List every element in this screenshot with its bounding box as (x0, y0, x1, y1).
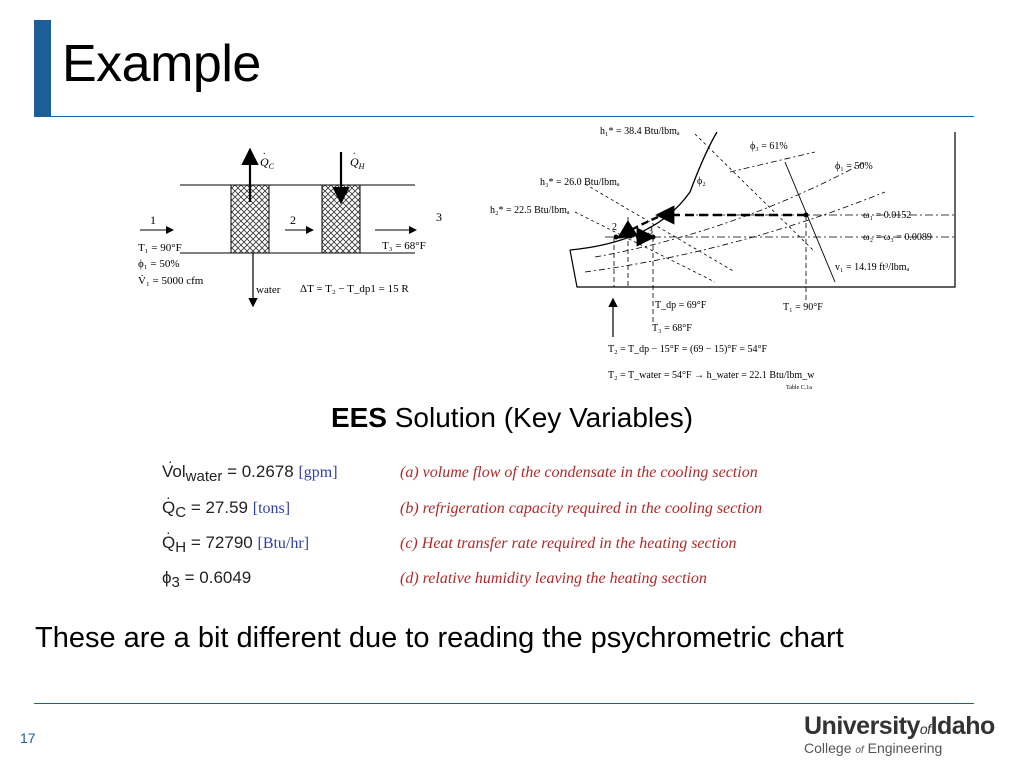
ees-row-vol-water: ·Volwater = 0.2678 [gpm] (a) volume flow… (162, 453, 882, 492)
ees-heading-rest: Solution (Key Variables) (394, 402, 694, 433)
ees-row-1-var: Q (162, 498, 176, 517)
table-reference: Table C.1a (786, 385, 812, 391)
ees-row-0-sub: water (185, 468, 223, 485)
state-3-label-outer: 3 (436, 210, 442, 224)
conclusion-note: These are a bit different due to reading… (35, 622, 844, 654)
ees-row-3-sub: 3 (171, 574, 180, 591)
h1-label: h₁* = 38.4 Btu/lbmₐ (600, 126, 680, 137)
state-1-point (803, 212, 809, 218)
ees-row-3-desc: (d) relative humidity leaving the heatin… (400, 570, 707, 587)
ees-row-3-variable: ϕ3 = 0.6049 (162, 568, 251, 591)
rate-dot: · (168, 453, 173, 469)
footer-divider (34, 703, 974, 704)
h2-label: h₂* = 22.5 Btu/lbmₐ (490, 205, 570, 216)
v1-label: v₁ = 14.19 ft³/lbmₐ (835, 262, 910, 273)
ees-row-0-var: Vol (162, 462, 186, 481)
delta-t-label: ΔT = T₂ − T_dp1 = 15 R (300, 283, 409, 295)
ees-row-1-variable: ·QC = 27.59 [tons] (162, 489, 291, 521)
state-1-label: 1 (150, 213, 156, 227)
ees-row-0-desc: (a) volume flow of the condensate in the… (400, 464, 758, 481)
slide-title: Example (62, 35, 261, 93)
t3-label: T₃ = 68°F (652, 323, 692, 334)
ees-row-2-unit: [Btu/hr] (257, 535, 310, 552)
ees-row-2-var: Q (162, 533, 176, 552)
point-2-label: 2 (612, 222, 617, 233)
qh-dot: . (353, 146, 356, 157)
qc-label: QC (260, 155, 275, 171)
w23-label: ω₂ = ω₃ = 0.0089 (863, 232, 932, 243)
ees-row-phi3: ϕ3 = 0.6049 (d) relative humidity leavin… (162, 568, 882, 598)
outlet-temperature: T₃ = 68°F (382, 240, 426, 252)
logo-university-name: UniversityofIdaho (804, 712, 1014, 741)
rate-dot: · (166, 489, 171, 505)
process-schematic: QC . QH . 1 2 3 T₁ = 90°F ϕ₁ = 50% V̇₁ =… (138, 146, 426, 308)
inlet-flow: V̇₁ = 5000 cfm (138, 275, 204, 287)
process-dp-to-2 (616, 215, 659, 239)
page-number: 17 (20, 730, 36, 746)
phi1-label: ϕ₁ = 50% (835, 161, 873, 172)
h3-label: h₃* = 26.0 Btu/lbmₐ (540, 177, 620, 188)
t2-equation: T₂ = T_dp − 15°F = (69 − 15)°F = 54°F (608, 344, 768, 355)
ees-row-2-variable: ·QH = 72790 [Btu/hr] (162, 524, 310, 556)
logo-college-name: College of Engineering (804, 740, 1014, 756)
inlet-temperature: T₁ = 90°F (138, 242, 182, 254)
phi3-label: ϕ₃ = 61% (750, 141, 788, 152)
ees-row-0-variable: ·Volwater = 0.2678 [gpm] (162, 453, 338, 485)
point-3-label: 3 (648, 226, 653, 237)
ees-row-qc: ·QC = 27.59 [tons] (b) refrigeration cap… (162, 489, 882, 528)
w1-label: ω₁ = 0.0152 (863, 210, 911, 221)
chart-boundary (569, 132, 956, 288)
tdp-label: T_dp = 69°F (655, 300, 707, 311)
ees-heading-bold: EES (330, 402, 387, 433)
state-2-point (613, 234, 619, 240)
saturation-curve (569, 131, 718, 251)
logo-word-engineering: Engineering (867, 740, 943, 756)
phi2-label: ϕ₂ (697, 176, 706, 187)
ees-row-1-value: = 27.59 (190, 498, 249, 517)
title-divider (34, 116, 974, 117)
rate-dot: · (166, 524, 171, 540)
rh-line-phi2 (584, 191, 886, 273)
qc-dot: . (263, 146, 266, 157)
logo-word-of-small: of (855, 745, 864, 756)
logo-word-college: College (804, 740, 852, 756)
logo-word-university: University (804, 712, 920, 740)
t1-label: T₁ = 90°F (783, 302, 823, 313)
ees-row-1-sub: C (175, 504, 187, 521)
enthalpy-line-h3 (584, 183, 736, 273)
enthalpy-line-h1 (694, 133, 816, 253)
state-3-point (650, 234, 656, 240)
ees-row-qh: ·QH = 72790 [Btu/hr] (c) Heat transfer r… (162, 524, 882, 563)
ees-row-2-desc: (c) Heat transfer rate required in the h… (400, 535, 737, 552)
ees-row-0-value: = 0.2678 (227, 462, 294, 481)
ees-row-3-var: ϕ (162, 568, 172, 587)
rh-line-61 (729, 151, 816, 173)
ees-row-3-value: = 0.6049 (184, 568, 252, 587)
ees-row-0-unit: [gpm] (298, 464, 338, 481)
inlet-humidity: ϕ₁ = 50% (138, 258, 180, 270)
qh-label: QH (350, 155, 366, 171)
ees-row-2-value: = 72790 (190, 533, 253, 552)
university-logo: UniversityofIdaho College of Engineering (804, 712, 1014, 756)
ees-row-2-sub: H (175, 539, 187, 556)
ees-row-1-unit: [tons] (252, 500, 291, 517)
state-2-label: 2 (290, 213, 296, 227)
t2-water-equation: T₂ = T_water = 54°F → h_water = 22.1 Btu… (608, 370, 815, 381)
ees-heading: EES Solution (Key Variables) (0, 402, 1024, 434)
rh-line-50 (594, 161, 866, 258)
enthalpy-line-h2 (574, 211, 716, 283)
volume-line-v1 (784, 161, 836, 283)
ees-row-1-desc: (b) refrigeration capacity required in t… (400, 500, 763, 517)
psychrometric-sketch: h₁* = 38.4 Btu/lbmₐ h₃* = 26.0 Btu/lbmₐ … (490, 126, 956, 391)
logo-word-of: of (919, 721, 931, 737)
title-accent-bar (34, 20, 51, 116)
logo-word-idaho: Idaho (930, 712, 996, 740)
water-label: water (256, 284, 281, 296)
